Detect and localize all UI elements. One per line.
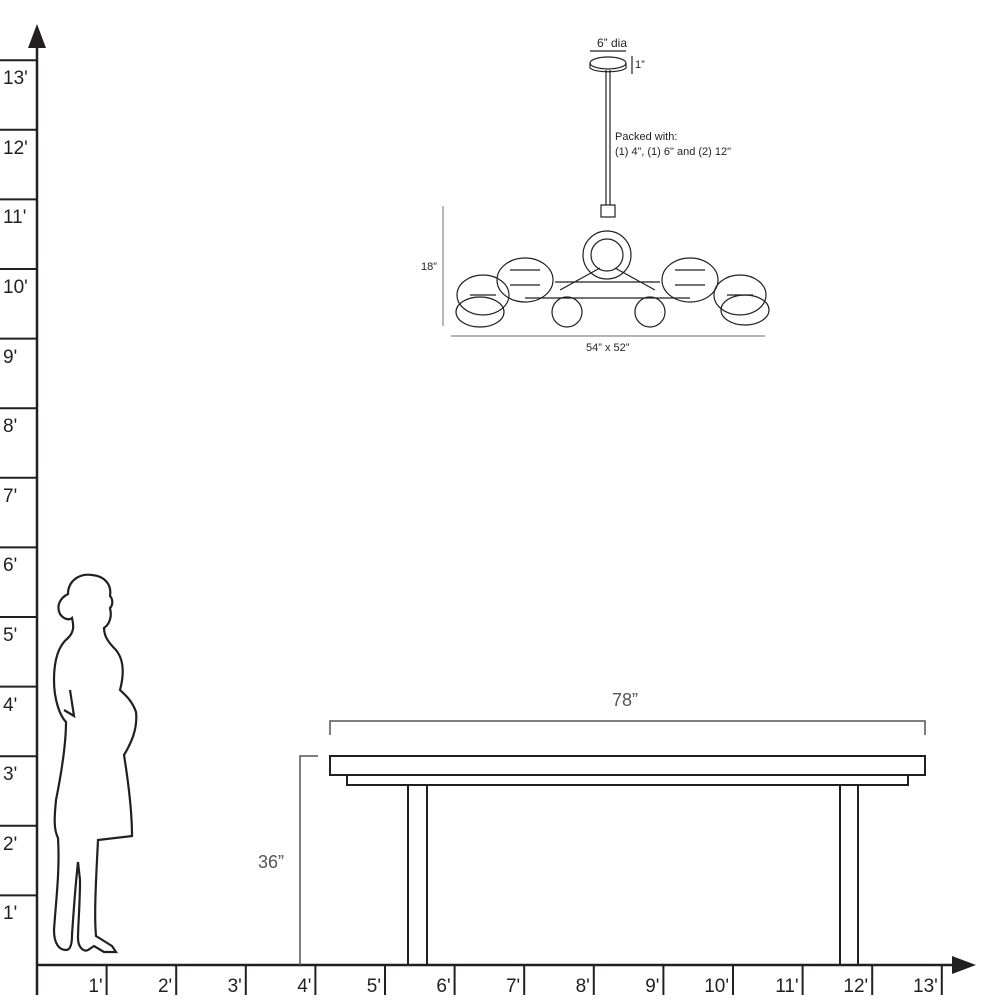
y-tick-label: 13' [3, 68, 28, 90]
table-length-label: 78” [612, 690, 639, 710]
x-tick-label: 8' [575, 976, 590, 997]
x-tick-label: 1' [88, 976, 103, 997]
y-tick-label: 1' [3, 903, 18, 925]
x-tick-label: 12' [843, 976, 869, 997]
y-tick-label: 11' [3, 207, 27, 229]
y-tick-label: 5' [3, 625, 18, 646]
table-height-dimension [299, 755, 318, 965]
y-tick-label: 4' [3, 694, 18, 716]
woman-silhouette [52, 573, 138, 954]
y-tick-label: 7' [3, 485, 18, 507]
x-tick-label: 13' [913, 976, 938, 997]
x-tick-label: 7' [505, 976, 521, 997]
chandelier-height-label: 18” [421, 261, 437, 273]
chandelier-width-label: 54” x 52” [586, 342, 630, 354]
y-tick-label: 6' [3, 555, 18, 577]
x-tick-label: 11' [775, 976, 799, 997]
table-length-dimension [329, 720, 926, 735]
canopy-height-label: 1” [635, 59, 645, 71]
chandelier-drawing [442, 50, 770, 337]
canopy-diameter-label: 6” dia [597, 36, 628, 50]
y-tick-label: 9' [3, 346, 18, 368]
y-tick-label: 8' [3, 416, 18, 438]
y-tick-label: 2' [3, 833, 18, 855]
x-tick-label: 4' [297, 976, 312, 997]
y-tick-label: 3' [3, 764, 18, 786]
table-height-label: 36” [258, 852, 285, 872]
x-tick-label: 6' [436, 976, 451, 997]
table-drawing [329, 755, 926, 966]
x-tick-label: 10' [704, 976, 729, 997]
x-tick-label: 3' [227, 976, 242, 997]
x-tick-label: 5' [366, 976, 381, 997]
packed-detail: (1) 4”, (1) 6" and (2) 12" [615, 146, 732, 158]
y-axis-arrow-icon [28, 24, 46, 48]
x-axis-arrow-icon [952, 956, 976, 974]
x-tick-label: 9' [645, 976, 660, 997]
y-tick-label: 10' [3, 277, 28, 298]
y-tick-label: 12' [3, 137, 28, 159]
packed-title: Packed with: [615, 131, 678, 143]
x-tick-label: 2' [157, 976, 173, 997]
